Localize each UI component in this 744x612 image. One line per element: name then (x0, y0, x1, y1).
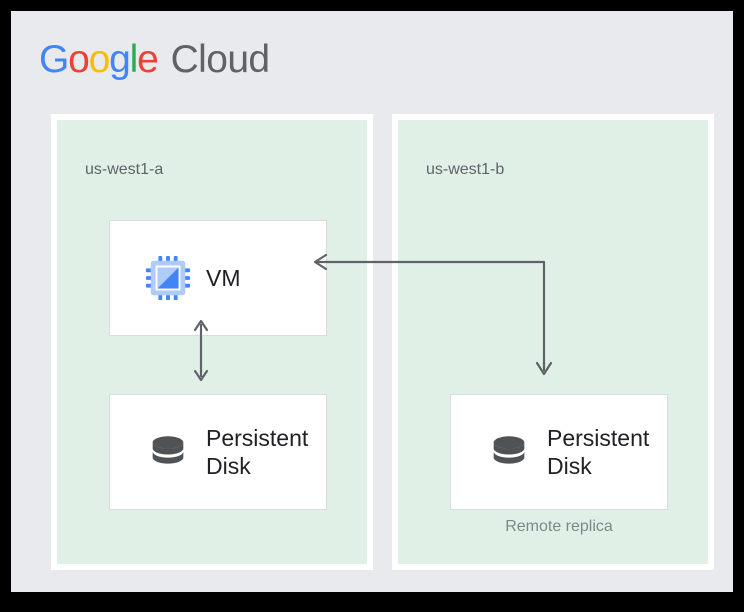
vm-card-label: VM (206, 264, 241, 291)
persistent-disk-card-b-label: Persistent Disk (547, 424, 649, 480)
cloud-wordmark: Cloud (170, 38, 271, 81)
zone-label-us-west1-a: us-west1-a (85, 161, 164, 178)
zone-label-us-west1-b: us-west1-b (426, 161, 505, 178)
google-cloud-logo: Google Cloud (39, 37, 270, 83)
remote-replica-note: Remote replica (505, 518, 613, 535)
persistent-disk-card-b-line1: Persistent (547, 424, 650, 451)
zone-panel-us-west1-a: us-west1-a (51, 114, 373, 570)
persistent-disk-card-a[interactable]: Persistent Disk (109, 394, 327, 510)
diagram-canvas: Google Cloud us-west1-a (11, 11, 733, 592)
persistent-disk-card-a-line1: Persistent (206, 424, 309, 451)
persistent-disk-card-a-line2: Disk (206, 453, 251, 479)
database-disk-icon (142, 429, 194, 475)
database-disk-icon (483, 429, 535, 475)
persistent-disk-card-b[interactable]: Persistent Disk (450, 394, 668, 510)
google-wordmark: Google (39, 38, 159, 81)
persistent-disk-card-b-line2: Disk (547, 453, 592, 479)
persistent-disk-card-a-label: Persistent Disk (206, 424, 308, 480)
cpu-chip-icon (142, 255, 194, 301)
zone-panel-us-west1-b: us-west1-b Persistent Disk (392, 114, 714, 570)
vm-card[interactable]: VM (109, 220, 327, 336)
